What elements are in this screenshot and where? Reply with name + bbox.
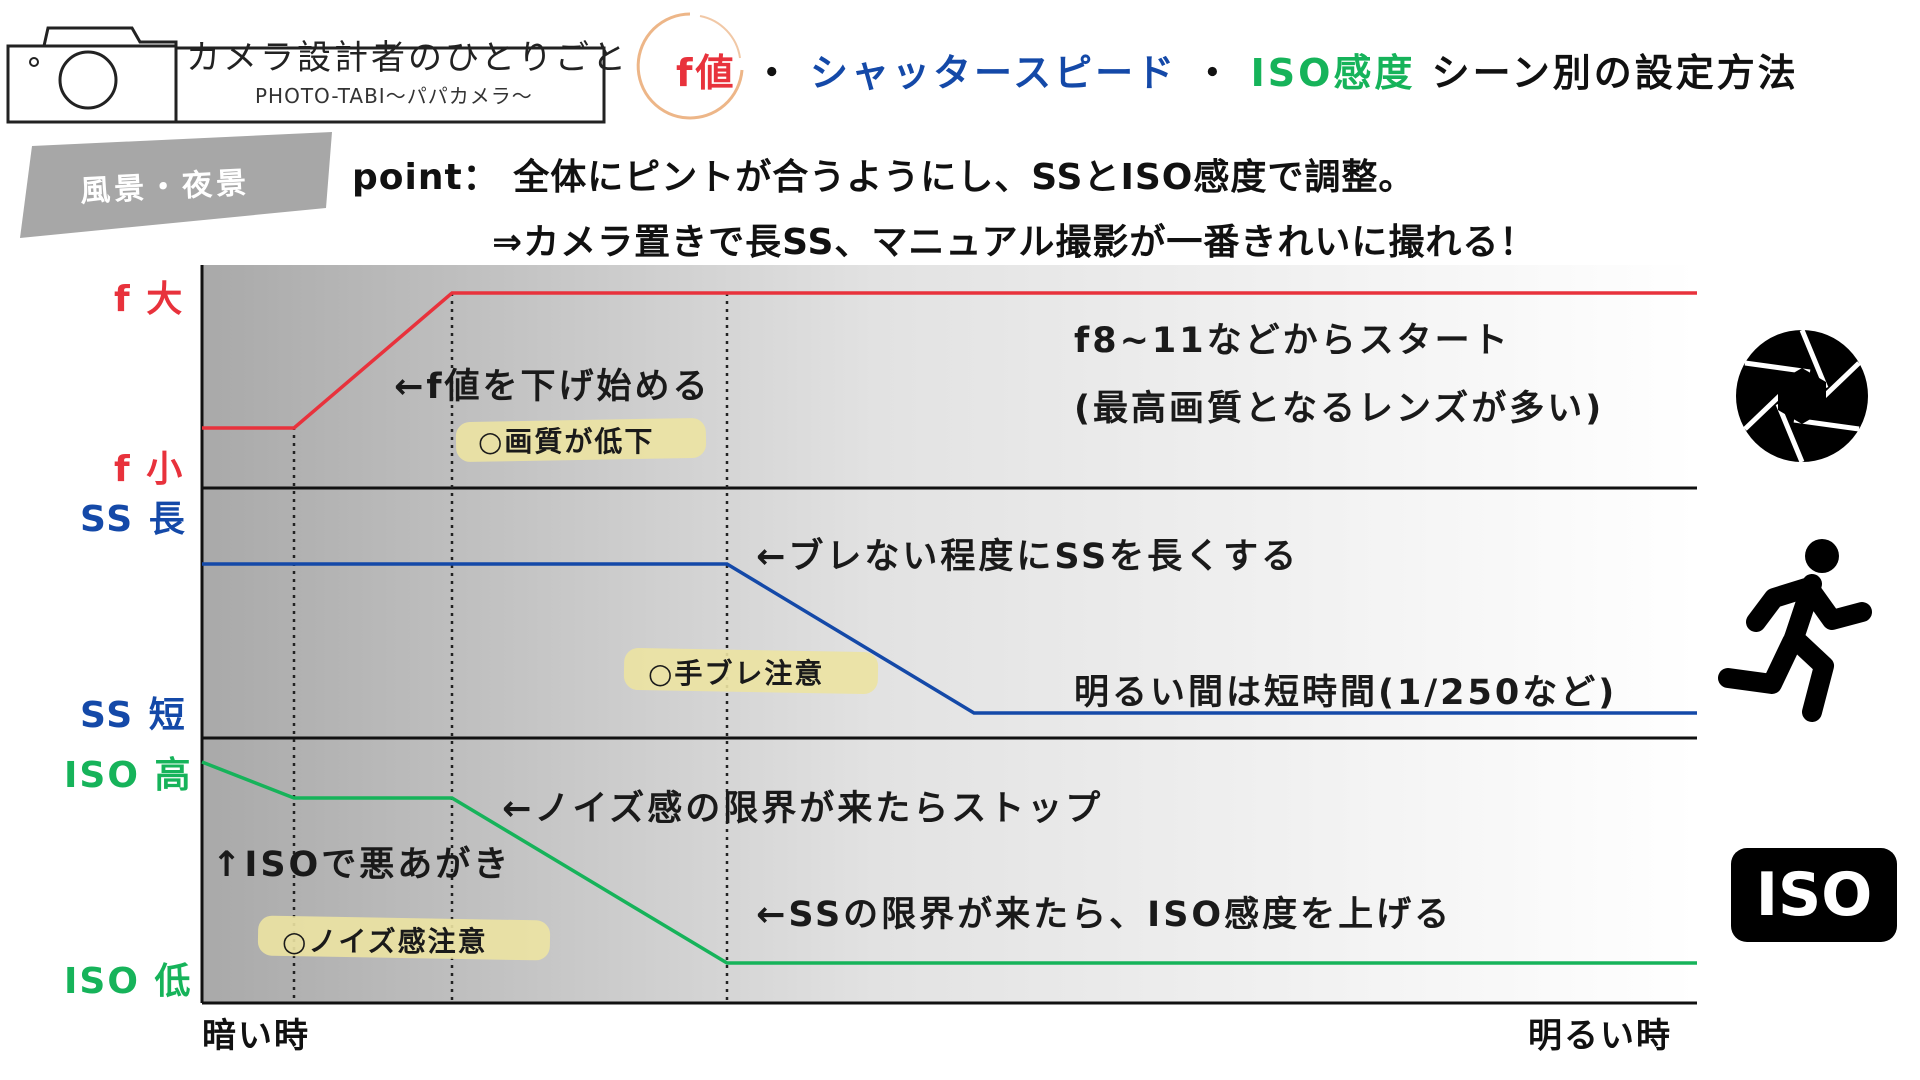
note-ss-shake: ○手ブレ注意 (648, 657, 825, 690)
note-iso-limit: ←ノイズ感の限界が来たらストップ (502, 789, 1104, 829)
axis-label-iso-high: ISO 高 (64, 755, 193, 796)
note-f-start-detail: (最高画質となるレンズが多い) (1074, 389, 1605, 429)
title-rest: シーン別の設定方法 (1431, 51, 1799, 95)
page-title: f値 ・ シャッタースピード ・ ISO感度 シーン別の設定方法 (676, 42, 1799, 97)
iso-badge: ISO (1731, 848, 1897, 942)
running-person-icon (1718, 539, 1872, 722)
title-separator: ・ (1193, 51, 1235, 95)
x-axis-label-dark: 暗い時 (202, 1016, 310, 1056)
note-ss-long: ←ブレない程度にSSを長くする (756, 537, 1300, 577)
aperture-icon (1736, 329, 1868, 463)
axis-label-ss-long: SS 長 (80, 499, 187, 540)
scene-badge (20, 132, 332, 238)
note-iso-raise: ←SSの限界が来たら、ISO感度を上げる (756, 895, 1453, 935)
note-iso-struggle: ↑ISOで悪あがき (212, 845, 512, 885)
diagram-background (202, 265, 1697, 1003)
logo-title: カメラ設計者のひとりごと (186, 38, 629, 78)
title-iso: ISO感度 (1250, 51, 1416, 95)
note-iso-noise: ○ノイズ感注意 (282, 925, 488, 958)
note-f-start: f8~11などからスタート (1074, 321, 1511, 361)
decorative-ring (636, 12, 744, 120)
axis-label-ss-short: SS 短 (80, 695, 187, 736)
axis-label-f-low: f 小 (114, 449, 185, 490)
title-shutter-speed: シャッタースピード (810, 51, 1178, 95)
note-f-quality: ○画質が低下 (478, 425, 655, 458)
title-separator: ・ (752, 51, 794, 95)
point-line-2: ⇒カメラ置きで長SS、マニュアル撮影が一番きれいに撮れる！ (492, 222, 1537, 263)
camera-logo (6, 26, 606, 124)
x-axis-label-bright: 明るい時 (1528, 1016, 1672, 1056)
note-f-lower: ←f値を下げ始める (394, 367, 711, 407)
axis-label-f-high: f 大 (114, 279, 185, 320)
axis-label-iso-low: ISO 低 (64, 961, 193, 1002)
title-f-value: f値 (676, 51, 737, 95)
iso-curve (201, 760, 1697, 965)
note-ss-bright: 明るい間は短時間(1/250など) (1074, 673, 1618, 713)
f-value-curve (202, 291, 1697, 430)
logo-subtitle: PHOTO-TABI〜パパカメラ〜 (255, 84, 533, 108)
point-line-1: point： 全体にピントが合うようにし、SSとISO感度で調整。 (352, 157, 1416, 198)
shutter-speed-curve (202, 562, 1697, 715)
